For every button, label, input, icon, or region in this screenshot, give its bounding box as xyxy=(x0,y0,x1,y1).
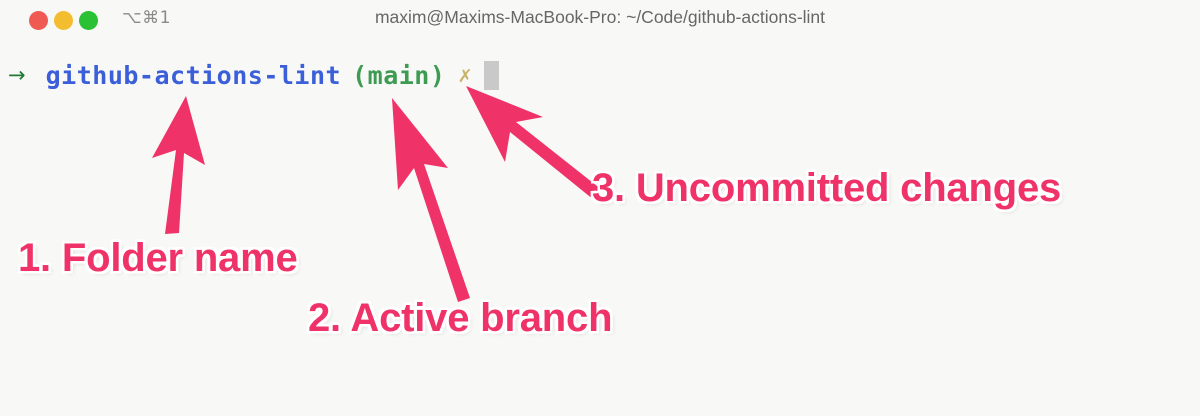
window-titlebar: ⌥⌘1 maxim@Maxims-MacBook-Pro: ~/Code/git… xyxy=(0,0,1200,42)
prompt-arrow-icon: → xyxy=(8,63,26,87)
minimize-window-button[interactable] xyxy=(54,11,73,30)
close-window-button[interactable] xyxy=(29,11,48,30)
shell-prompt-line: → github-actions-lint (main) ✗ xyxy=(0,58,499,92)
terminal-cursor xyxy=(483,60,499,90)
window-title: maxim@Maxims-MacBook-Pro: ~/Code/github-… xyxy=(374,7,826,27)
traffic-light-group xyxy=(29,11,98,30)
prompt-folder-name: github-actions-lint xyxy=(45,60,342,90)
prompt-git-branch: (main) xyxy=(352,60,446,90)
zoom-window-button[interactable] xyxy=(79,11,98,30)
prompt-dirty-marker-icon: ✗ xyxy=(458,62,472,88)
keyboard-shortcut-badge: ⌥⌘1 xyxy=(122,8,171,28)
terminal-content[interactable]: → github-actions-lint (main) ✗ xyxy=(0,42,1200,416)
